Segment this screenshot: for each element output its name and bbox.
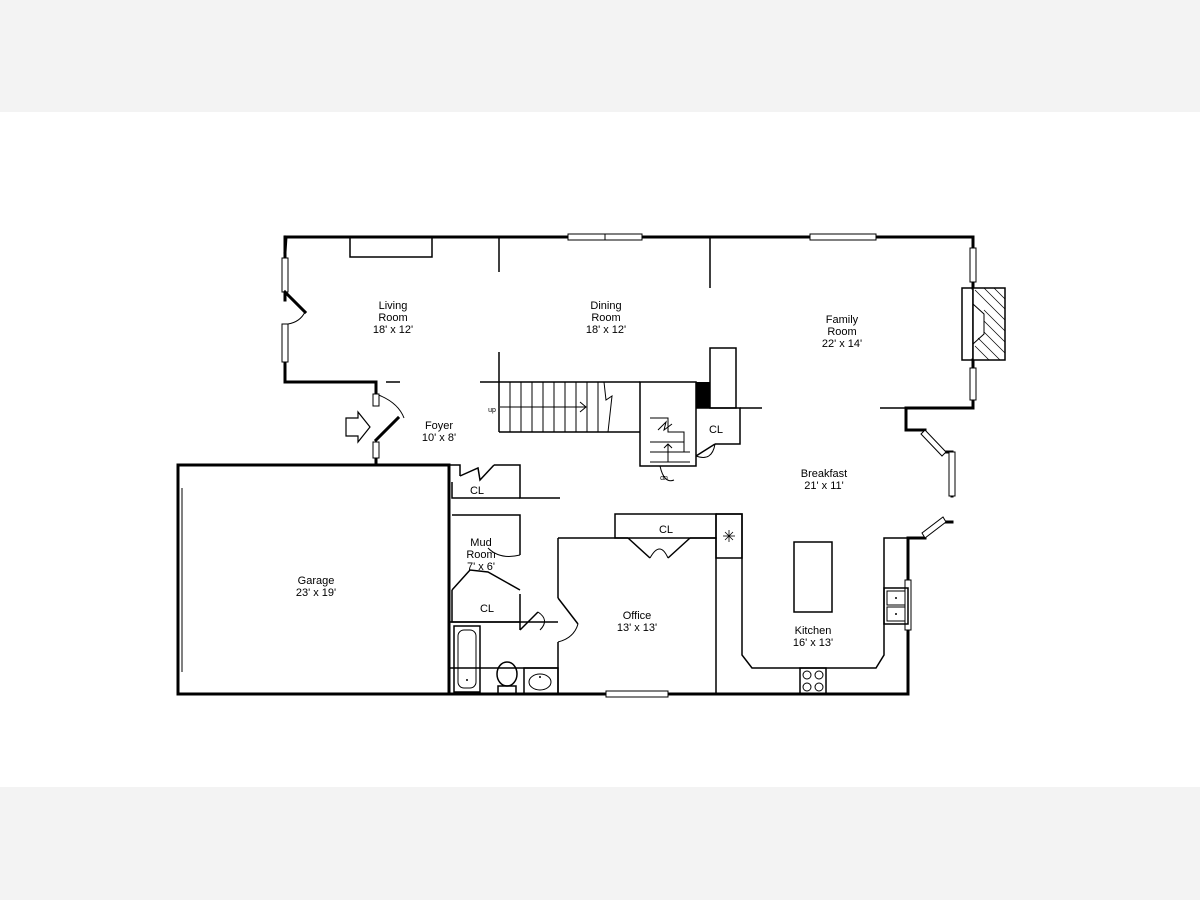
- window-family-right-upper: [969, 247, 977, 283]
- closet-labels: CL CL CL CL up dn: [470, 407, 723, 615]
- foyer-size: 10' x 8': [422, 432, 456, 444]
- bay-window-lower: [921, 516, 947, 539]
- breakfast-size: 21' x 11': [804, 480, 843, 492]
- kitchen-sink: [883, 587, 909, 625]
- doors: [282, 289, 716, 643]
- stairs-up-label: up: [488, 407, 496, 414]
- living-room-name-1: Living: [379, 300, 408, 312]
- family-room-size: 22' x 14': [822, 338, 862, 350]
- mud-room-name-1: Mud: [470, 537, 491, 549]
- breakfast-name: Breakfast: [801, 468, 847, 480]
- foyer-name: Foyer: [425, 420, 453, 432]
- foyer-closet-label: CL: [470, 485, 484, 497]
- office-door: [557, 597, 579, 625]
- bathtub: [453, 625, 481, 693]
- garage-name: Garage: [298, 575, 335, 587]
- chimney-chase: [696, 382, 710, 408]
- living-door: [282, 289, 308, 315]
- living-room-name-2: Room: [378, 312, 407, 324]
- window-family-right-lower: [969, 367, 977, 401]
- stair-closet-label: CL: [709, 424, 723, 436]
- bay-window-mid: [948, 451, 956, 497]
- vanity: [523, 667, 559, 695]
- floor-plan-drawing: Living Room 18' x 12' Dining Room 18' x …: [176, 233, 1006, 698]
- dining-room-name-1: Dining: [590, 300, 621, 312]
- dining-room-size: 18' x 12': [586, 324, 626, 336]
- kitchen-island: [793, 541, 833, 613]
- kitchen-size: 16' x 13': [793, 637, 833, 649]
- windows: [177, 233, 977, 698]
- front-door: [373, 415, 401, 443]
- office-name: Office: [623, 610, 652, 622]
- stairs-up: [500, 381, 613, 433]
- toilet: [496, 661, 518, 687]
- bay-window-upper: [920, 429, 947, 457]
- stairs-down-label: dn: [660, 475, 668, 482]
- room-labels: Living Room 18' x 12' Dining Room 18' x …: [296, 300, 862, 649]
- mud-room-name-2: Room: [466, 549, 495, 561]
- dining-room-name-2: Room: [591, 312, 620, 324]
- window-living-lower: [281, 323, 289, 363]
- mud-closet-label: CL: [480, 603, 494, 615]
- refrigerator-icon: [723, 530, 735, 542]
- living-room-size: 18' x 12': [373, 324, 413, 336]
- living-builtin: [349, 236, 433, 258]
- fixtures: [345, 287, 1006, 695]
- window-family: [809, 233, 877, 241]
- window-living-upper: [281, 257, 289, 293]
- stairs-down: [650, 417, 690, 463]
- mud-room-size: 7' x 6': [467, 561, 495, 573]
- window-office: [605, 690, 669, 698]
- office-closet-label: CL: [659, 524, 673, 536]
- foyer-closet-door: [459, 464, 495, 482]
- floor-plan: Living Room 18' x 12' Dining Room 18' x …: [0, 112, 1200, 787]
- office-size: 13' x 13': [617, 622, 657, 634]
- entry-arrow-icon: [345, 410, 371, 444]
- family-room-name-2: Room: [827, 326, 856, 338]
- garage-size: 23' x 19': [296, 587, 336, 599]
- kitchen-name: Kitchen: [795, 625, 832, 637]
- kitchen-range: [799, 667, 827, 695]
- family-room-name-1: Family: [826, 314, 859, 326]
